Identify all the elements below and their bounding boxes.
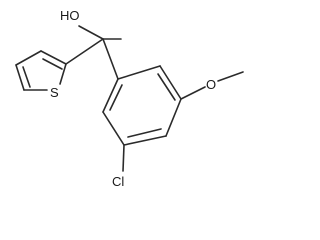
bond-carbinol-aryl: [102, 38, 119, 80]
bond-b6-b1: [102, 78, 119, 113]
bond-b3-b4: [165, 98, 182, 137]
bond-thienyl-carbinol: [65, 38, 104, 65]
bond-c2-c3-inner: [42, 58, 63, 70]
benzene-ring: [102, 65, 182, 146]
bond-b2-b3-inner: [157, 73, 176, 101]
bond-c3-c4: [15, 50, 42, 66]
chemical-structure-diagram: HO S O Cl: [15, 8, 244, 189]
methoxy-group: [180, 71, 244, 100]
bond-b2-b3: [159, 65, 182, 100]
chlorine-label: Cl: [112, 174, 124, 189]
thiophene-ring: [15, 50, 67, 91]
bond-oxygen-methyl: [217, 71, 244, 82]
bond-s-c2: [59, 63, 67, 85]
bond-c4-c5: [15, 64, 25, 91]
methoxy-oxygen-label: O: [206, 77, 216, 92]
carbinol-center: [65, 25, 122, 80]
bond-aryl-chlorine: [122, 144, 125, 172]
bond-c4-c5-inner: [22, 66, 31, 88]
bond-b4-b5: [123, 135, 167, 146]
bond-aryl-oxygen: [180, 86, 206, 100]
bond-b1-b2: [117, 65, 161, 80]
bond-carbinol-hydroxyl: [78, 25, 104, 40]
sulfur-label: S: [50, 85, 59, 100]
bond-c2-c3: [40, 50, 67, 65]
hydroxyl-label: HO: [60, 8, 80, 23]
bond-b6-b1-inner: [109, 84, 123, 111]
bond-b5-b6: [102, 111, 125, 146]
bond-b4-b5-inner: [127, 128, 162, 138]
